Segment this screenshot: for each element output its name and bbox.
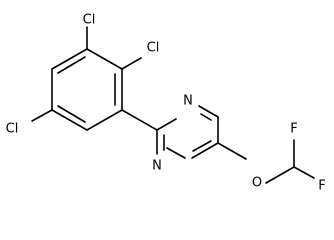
bond-c6-c1 <box>51 48 88 70</box>
atom-label-f-right: F <box>318 179 325 194</box>
atom-label-n-lower: N <box>152 159 162 174</box>
bond-cf2-f-right <box>293 166 315 179</box>
bond-o-cf2 <box>265 166 295 184</box>
bond-c5-c4 <box>191 142 219 159</box>
bond-c5-cl <box>31 109 53 122</box>
chemical-structure-diagram: Cl Cl Cl N N O F F <box>6 13 326 194</box>
bond-c1-c2 <box>86 48 123 70</box>
double-bond-c5-c4 <box>192 140 212 152</box>
bond-c2p-n1 <box>156 118 177 131</box>
double-bond-n1-c6 <box>200 113 212 121</box>
atom-label-f-top: F <box>290 122 297 137</box>
bond-n1-c6 <box>198 105 219 118</box>
bond-c2-cl <box>121 57 142 70</box>
bond-c4-n3 <box>166 147 186 159</box>
trichlorophenyl-ring <box>51 48 123 131</box>
double-bond-c6-c1 <box>57 56 86 74</box>
atom-label-cl-left: Cl <box>6 122 19 137</box>
bond-c3-c4 <box>86 109 123 131</box>
bond-phenyl-pyrimidine <box>121 109 158 131</box>
atom-label-o: O <box>252 176 262 191</box>
atom-label-cl-upper-right: Cl <box>147 41 160 56</box>
double-bond-c4-c5 <box>57 105 86 123</box>
bond-c4-c5 <box>51 109 88 131</box>
atom-label-n-upper: N <box>183 94 193 109</box>
pyrimidine-ring <box>156 105 219 159</box>
atom-label-cl-top: Cl <box>83 13 96 28</box>
bond-c5-o <box>217 142 247 160</box>
